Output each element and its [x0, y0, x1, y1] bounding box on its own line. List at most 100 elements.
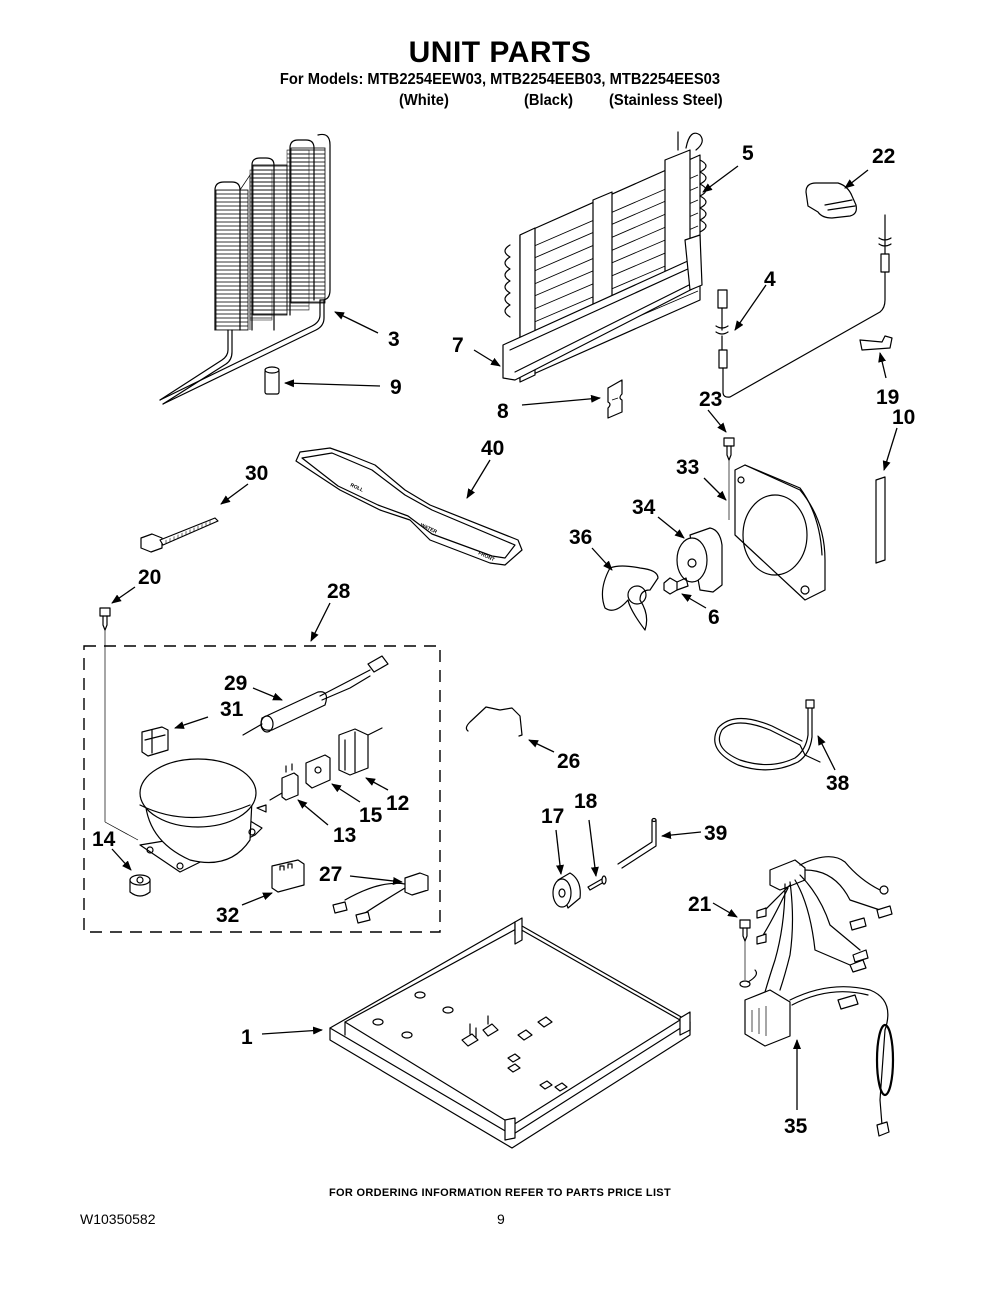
callout-arrow-29: [252, 687, 283, 701]
axle-pin-part: [587, 875, 607, 891]
callout-20: 20: [138, 566, 161, 589]
callout-5: 5: [742, 142, 754, 165]
callout-arrow-17: [555, 829, 564, 875]
callout-arrow-14: [111, 848, 132, 871]
callout-14: 14: [92, 828, 116, 851]
tube-part: [617, 817, 657, 869]
callout-7: 7: [452, 334, 464, 357]
callout-23: 23: [699, 388, 722, 411]
screw-part-20: [99, 607, 139, 841]
capacitor-part: [271, 859, 305, 893]
callout-8: 8: [497, 400, 509, 423]
screw-part-23: [723, 437, 735, 520]
callout-36: 36: [569, 526, 592, 549]
callout-arrow-33: [703, 477, 727, 501]
terminal-connector-part: [269, 763, 299, 801]
compressor-harness-part: [332, 872, 429, 924]
clip-part: [607, 379, 623, 419]
callout-arrow-6: [681, 593, 707, 609]
callout-18: 18: [574, 790, 598, 813]
callout-15: 15: [359, 804, 383, 827]
callout-33: 33: [676, 456, 699, 479]
variant-stainless: (Stainless Steel): [609, 92, 723, 109]
callout-6: 6: [708, 606, 720, 629]
callout-10: 10: [892, 406, 915, 429]
fan-blade-part: [601, 565, 659, 631]
callout-arrow-10: [882, 427, 898, 471]
callout-arrow-32: [241, 892, 273, 906]
callout-38: 38: [826, 772, 850, 795]
callout-arrow-22: [844, 169, 869, 189]
callout-40: 40: [481, 437, 504, 460]
callout-3: 3: [388, 328, 400, 351]
callout-26: 26: [557, 750, 580, 773]
page-title: UNIT PARTS: [408, 36, 592, 69]
callout-1: 1: [241, 1026, 253, 1049]
drier-plug-part: [264, 366, 280, 395]
variant-white: (White): [399, 92, 449, 109]
callout-34: 34: [632, 496, 656, 519]
callout-arrow-26: [528, 739, 555, 753]
callout-22: 22: [872, 145, 895, 168]
roller-wheel-part: [552, 872, 581, 909]
main-wire-harness-part: [744, 856, 895, 1137]
callout-arrow-21: [712, 902, 738, 918]
callout-32: 32: [216, 904, 239, 927]
callout-arrow-28: [310, 602, 331, 642]
page-number: 9: [497, 1211, 505, 1227]
callout-arrow-30: [220, 483, 249, 505]
callout-35: 35: [784, 1115, 808, 1138]
models-line: For Models: MTB2254EEW03, MTB2254EEB03, …: [279, 71, 721, 88]
fan-shroud-part: [734, 464, 826, 601]
condenser-coil-part: [159, 133, 331, 405]
wire-clip-part: [465, 706, 523, 737]
callout-arrow-9: [284, 379, 381, 388]
base-frame-part: [329, 917, 691, 1149]
callout-13: 13: [333, 824, 356, 847]
pad-part: [805, 182, 857, 219]
callout-30: 30: [245, 462, 268, 485]
callout-29: 29: [224, 672, 247, 695]
callout-12: 12: [386, 792, 409, 815]
callout-arrow-15: [331, 783, 361, 803]
callout-28: 28: [327, 580, 351, 603]
svg-text:ROLL: ROLL: [349, 482, 364, 493]
callout-31: 31: [220, 698, 244, 721]
callout-9: 9: [390, 376, 402, 399]
cable-tie-part: [140, 517, 219, 553]
callout-arrow-36: [591, 547, 613, 571]
overload-connector-part: [141, 726, 169, 757]
callout-arrow-5: [702, 165, 739, 193]
drain-pan-part: ROLL WATER FRONT: [295, 447, 523, 566]
filter-drier-part: [242, 655, 389, 736]
retainer-clip-part: [859, 335, 893, 351]
callout-arrow-13: [297, 799, 329, 826]
callout-arrow-40: [466, 459, 491, 499]
callout-19: 19: [876, 386, 899, 409]
callout-arrow-23: [707, 409, 727, 433]
callout-arrow-3: [334, 311, 379, 334]
callout-arrow-7: [473, 349, 501, 367]
ordering-note: FOR ORDERING INFORMATION REFER TO PARTS …: [329, 1187, 671, 1199]
compressor-part: [139, 758, 267, 873]
callout-4: 4: [764, 268, 776, 291]
callout-arrow-31: [174, 716, 209, 729]
callout-arrow-34: [657, 516, 685, 539]
relay-cover-part: [338, 727, 383, 776]
thermistor-part: [715, 214, 892, 398]
callout-arrow-20: [111, 586, 136, 604]
fan-motor-part: [676, 527, 723, 593]
callout-arrow-39: [661, 831, 702, 840]
callout-21: 21: [688, 893, 712, 916]
callout-arrow-18: [588, 819, 599, 877]
drain-hose-part: [714, 699, 821, 771]
callout-arrow-12: [365, 777, 389, 791]
tape-strip-part: [875, 476, 886, 564]
evaporator-drain-trough-part: [502, 234, 703, 381]
nut-part: [663, 577, 689, 595]
callout-arrow-1: [261, 1026, 323, 1035]
callout-arrow-8: [521, 394, 601, 406]
callout-arrow-38: [817, 735, 836, 771]
callout-arrow-4: [734, 284, 767, 331]
